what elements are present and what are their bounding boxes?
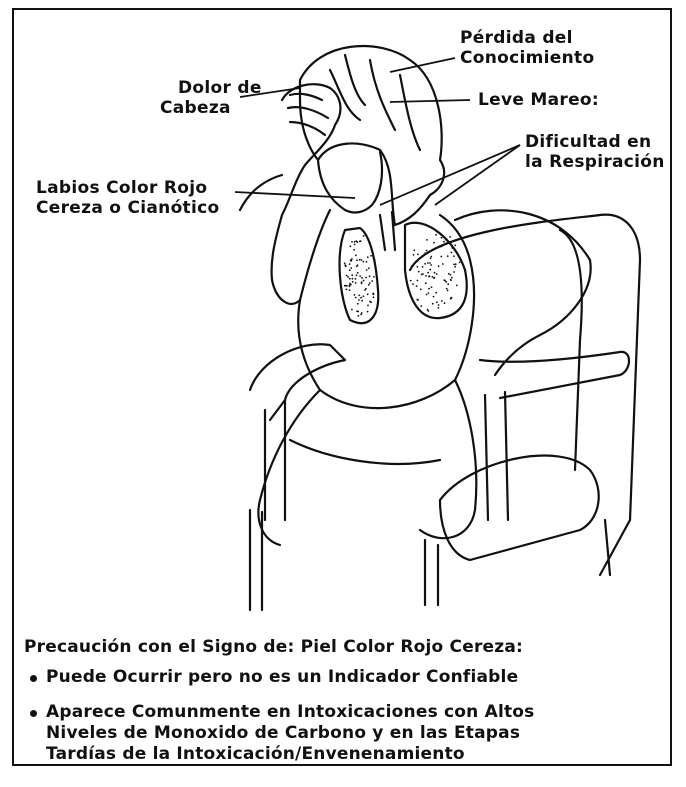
pointer-dizziness (390, 100, 470, 102)
label-loss-consciousness-line1: Pérdida del (460, 28, 594, 48)
pointer-lips (235, 192, 355, 198)
label-dizziness-text: Leve Mareo: (478, 90, 599, 110)
pointer-loss-consciousness (390, 58, 455, 72)
pointer-breathing-a (380, 145, 520, 205)
label-lips-line1: Labios Color Rojo (36, 178, 219, 198)
label-loss-consciousness-line2: Conocimiento (460, 48, 594, 68)
label-breathing: Dificultad en la Respiración (525, 132, 665, 172)
caption-bullet-1: Puede Ocurrir pero no es un Indicador Co… (46, 667, 518, 688)
label-headache-line1: Dolor de (160, 78, 262, 98)
caption-bullet-1-line1: Puede Ocurrir pero no es un Indicador Co… (46, 667, 518, 688)
label-loss-consciousness: Pérdida del Conocimiento (460, 28, 594, 68)
caption-bullet-2-line2: Niveles de Monoxido de Carbono y en las … (46, 723, 535, 744)
caption-bullet-2-line1: Aparece Comunmente en Intoxicaciones con… (46, 702, 535, 723)
caption-bullet-2-line3: Tardías de la Intoxicación/Envenenamient… (46, 744, 535, 765)
label-headache-line2: Cabeza (160, 98, 262, 118)
label-breathing-line2: la Respiración (525, 152, 665, 172)
caption-title: Precaución con el Signo de: Piel Color R… (24, 637, 523, 658)
bullet-icon (30, 710, 37, 717)
label-dizziness: Leve Mareo: (478, 90, 599, 110)
bullet-icon (30, 675, 37, 682)
label-headache: Dolor de Cabeza (160, 78, 262, 118)
label-lips-line2: Cereza o Cianótico (36, 198, 219, 218)
caption-bullet-2: Aparece Comunmente en Intoxicaciones con… (46, 702, 535, 765)
label-breathing-line1: Dificultad en (525, 132, 665, 152)
label-lips: Labios Color Rojo Cereza o Cianótico (36, 178, 219, 218)
